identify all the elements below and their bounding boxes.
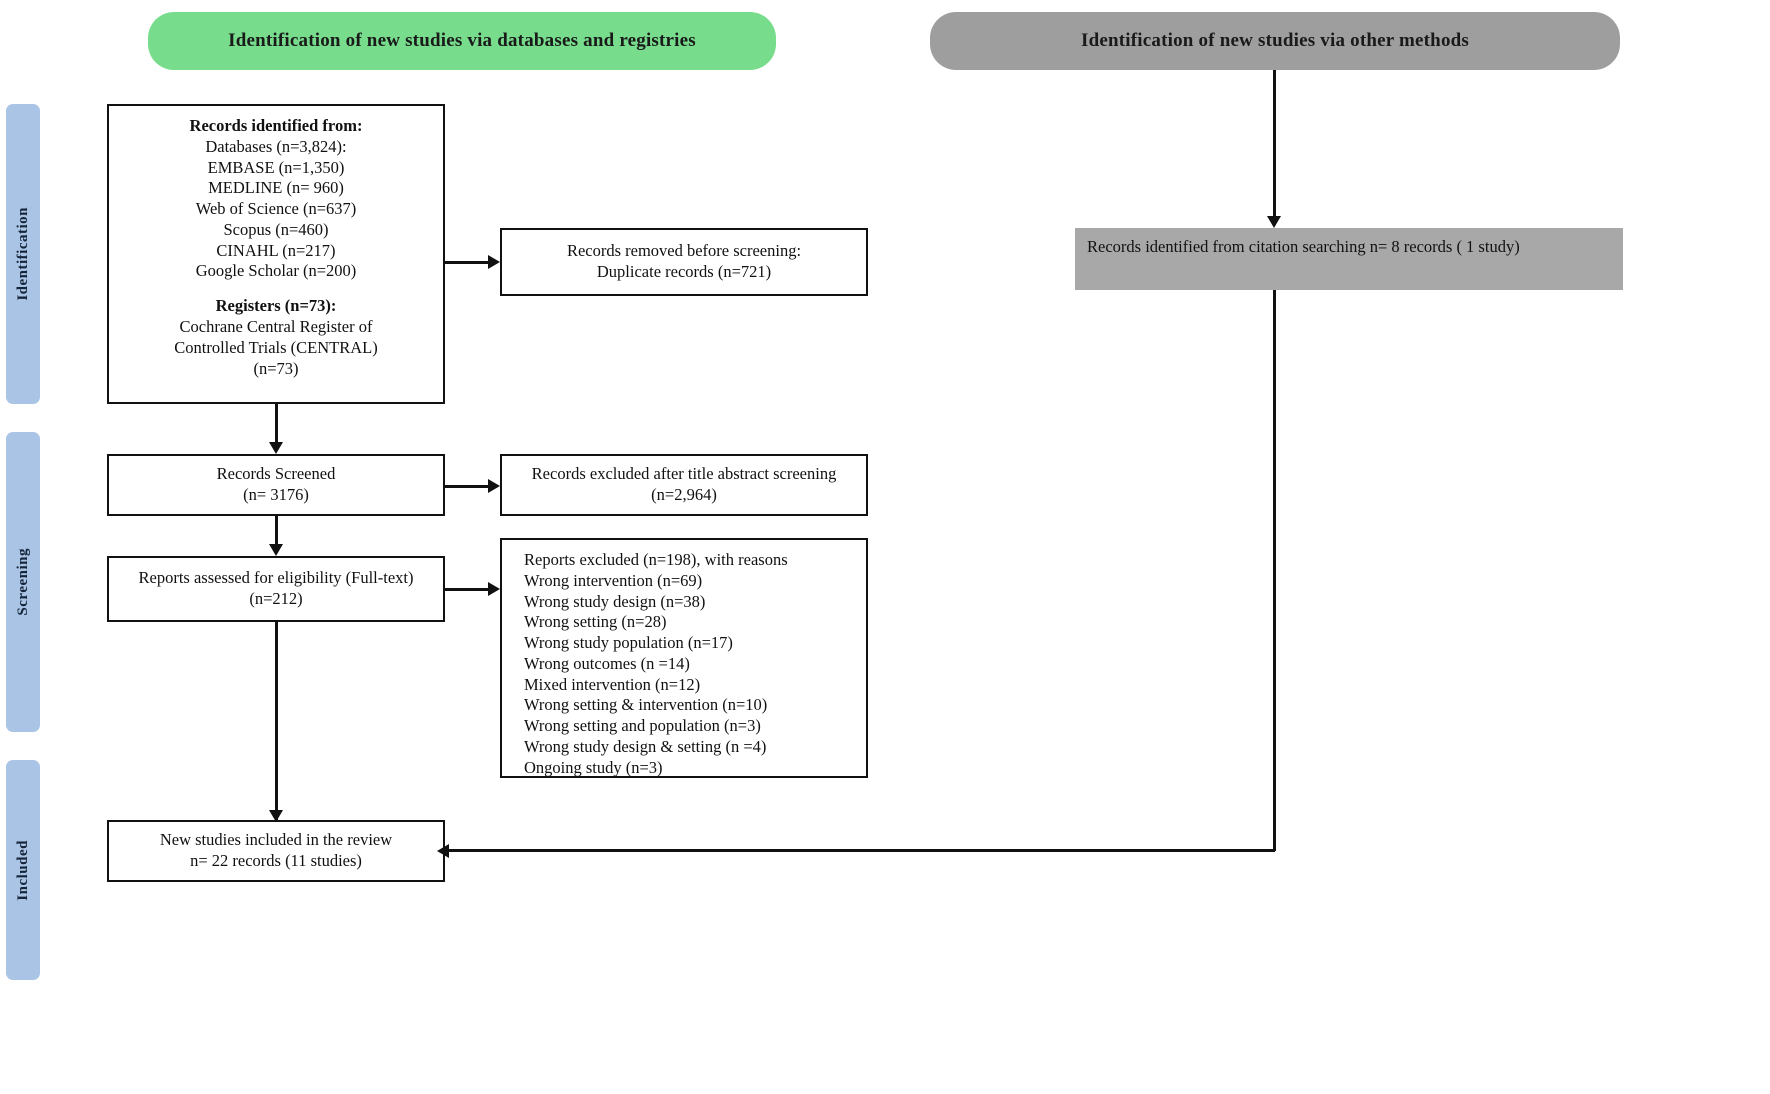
- reason-wrong-setting: Wrong setting (n=28): [524, 612, 667, 632]
- phase-label-screening-text: Screening: [14, 548, 31, 616]
- phase-label-included-text: Included: [14, 839, 31, 901]
- records-screened-count: (n= 3176): [243, 485, 309, 504]
- arrowhead-assessed-to-excluded: [488, 582, 500, 596]
- source-web-of-science: Web of Science (n=637): [195, 199, 357, 219]
- arrowhead-screened-to-excluded: [488, 479, 500, 493]
- records-removed-heading: Records removed before screening:: [566, 241, 802, 261]
- source-google-scholar: Google Scholar (n=200): [195, 261, 357, 281]
- box-records-removed-before-screening: Records removed before screening: Duplic…: [500, 228, 868, 296]
- registers-heading: Registers (n=73):: [215, 296, 337, 316]
- spacer: [117, 282, 435, 296]
- reports-excluded-heading: Reports excluded (n=198), with reasons: [524, 550, 788, 569]
- reason-wrong-study-design: Wrong study design (n=38): [524, 591, 706, 611]
- box-records-excluded-title-abstract: Records excluded after title abstract sc…: [500, 454, 868, 516]
- records-excluded-count: (n=2,964): [651, 485, 717, 504]
- reason-wrong-setting-intervention: Wrong setting & intervention (n=10): [524, 695, 768, 715]
- records-screened-label: Records Screened: [216, 464, 336, 484]
- connector-citation-to-included: [448, 849, 1275, 852]
- source-scopus: Scopus (n=460): [223, 219, 329, 239]
- banner-other-methods: Identification of new studies via other …: [930, 12, 1620, 70]
- records-identified-databases-heading: Databases (n=3,824):: [205, 136, 347, 156]
- arrowhead-identified-to-removed: [488, 255, 500, 269]
- box-records-identified: Records identified from: Databases (n=3,…: [107, 104, 445, 404]
- arrowhead-citation-to-included: [437, 844, 449, 858]
- connector-screened-to-assessed: [275, 516, 278, 544]
- connector-citation-down: [1273, 290, 1276, 851]
- phase-label-identification: Identification: [6, 104, 40, 404]
- arrowhead-screened-to-assessed: [269, 544, 283, 556]
- reason-wrong-outcomes: Wrong outcomes (n =14): [524, 653, 690, 673]
- register-central-count: (n=73): [253, 358, 299, 378]
- source-cinahl: CINAHL (n=217): [216, 240, 336, 260]
- citation-searching-label: Records identified from citation searchi…: [1087, 237, 1366, 256]
- records-excluded-label: Records excluded after title abstract sc…: [531, 464, 837, 484]
- records-identified-heading: Records identified from:: [189, 116, 363, 135]
- reason-mixed-intervention: Mixed intervention (n=12): [524, 674, 701, 694]
- box-reports-excluded-with-reasons: Reports excluded (n=198), with reasons W…: [500, 538, 868, 778]
- reason-ongoing-study: Ongoing study (n=3): [524, 757, 663, 777]
- phase-label-included: Included: [6, 760, 40, 980]
- box-reports-assessed-eligibility: Reports assessed for eligibility (Full-t…: [107, 556, 445, 622]
- records-removed-duplicates: Duplicate records (n=721): [596, 262, 772, 281]
- reason-wrong-setting-population: Wrong setting and population (n=3): [524, 716, 761, 736]
- included-count: n= 22 records (11 studies): [190, 851, 362, 870]
- connector-assessed-to-excluded: [445, 588, 488, 591]
- source-embase: EMBASE (n=1,350): [207, 157, 345, 177]
- arrowhead-other-banner-to-citation: [1267, 216, 1281, 228]
- box-records-screened: Records Screened (n= 3176): [107, 454, 445, 516]
- reason-wrong-study-population: Wrong study population (n=17): [524, 633, 733, 653]
- banner-databases-registries: Identification of new studies via databa…: [148, 12, 776, 70]
- connector-identified-to-removed: [445, 261, 488, 264]
- box-records-identified-citation-searching: Records identified from citation searchi…: [1075, 228, 1623, 290]
- included-label: New studies included in the review: [159, 830, 393, 850]
- phase-label-screening: Screening: [6, 432, 40, 732]
- source-medline: MEDLINE (n= 960): [208, 178, 344, 198]
- reason-wrong-intervention: Wrong intervention (n=69): [524, 570, 703, 590]
- connector-other-banner-to-citation: [1273, 70, 1276, 216]
- arrowhead-assessed-to-included: [269, 810, 283, 822]
- register-central-line1: Cochrane Central Register of: [179, 317, 373, 337]
- citation-searching-count: n= 8 records ( 1 study): [1369, 237, 1520, 256]
- reason-wrong-study-design-setting: Wrong study design & setting (n =4): [524, 737, 767, 757]
- register-central-line2: Controlled Trials (CENTRAL): [174, 337, 378, 357]
- reports-assessed-count: (n=212): [249, 589, 303, 608]
- connector-screened-to-excluded: [445, 485, 488, 488]
- reports-assessed-label: Reports assessed for eligibility (Full-t…: [138, 568, 414, 588]
- arrowhead-identified-to-screened: [269, 442, 283, 454]
- connector-assessed-to-included: [275, 622, 278, 820]
- phase-label-identification-text: Identification: [14, 207, 31, 301]
- box-new-studies-included: New studies included in the review n= 22…: [107, 820, 445, 882]
- connector-identified-to-screened: [275, 404, 278, 442]
